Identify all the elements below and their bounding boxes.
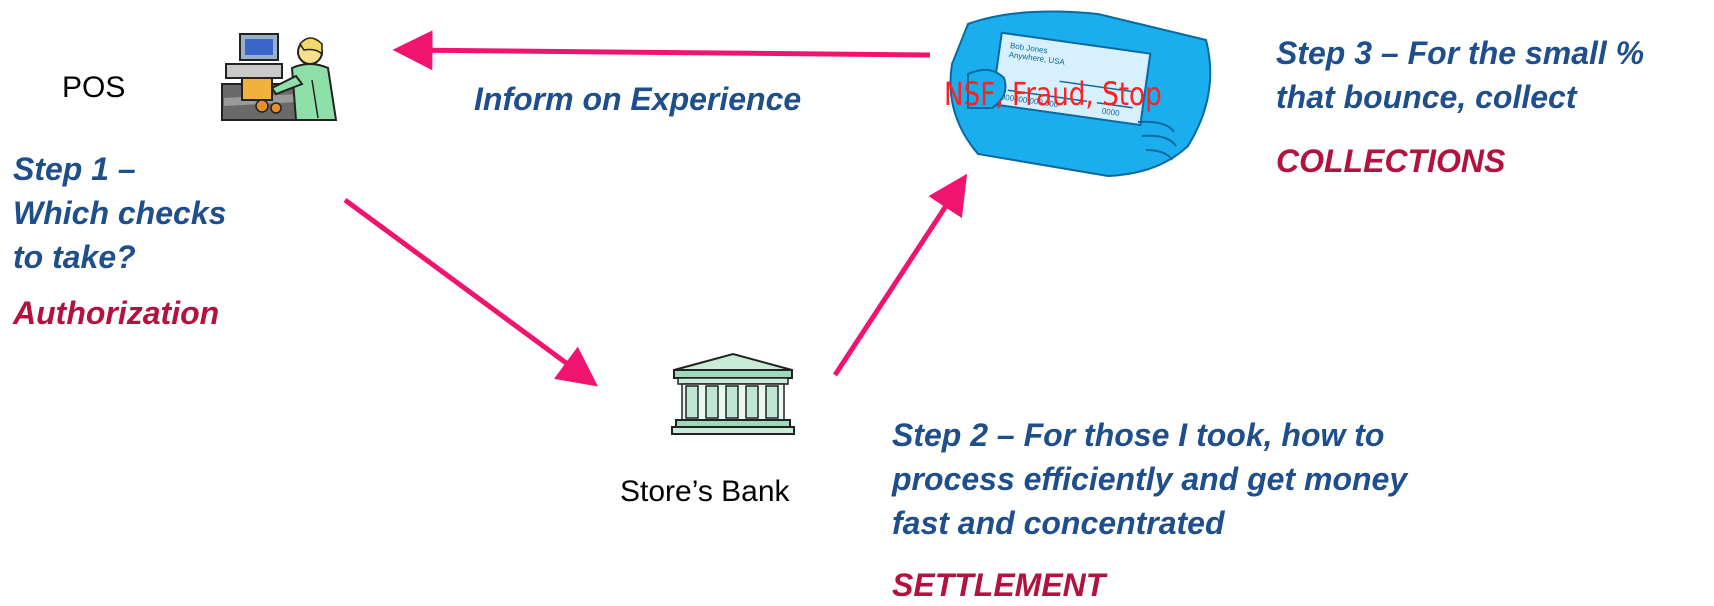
cashier-icon bbox=[218, 28, 348, 124]
step2-tag: SETTLEMENT bbox=[892, 567, 1106, 603]
step1-line1: Step 1 – bbox=[13, 151, 136, 187]
step2-line2: process efficiently and get money bbox=[892, 461, 1408, 497]
pos-label: POS bbox=[62, 71, 126, 104]
step1-tag: Authorization bbox=[13, 295, 220, 331]
step3-line1: Step 3 – For the small % bbox=[1276, 35, 1645, 71]
step1-line3: to take? bbox=[13, 239, 136, 275]
check-amount: 0000 bbox=[1101, 107, 1120, 118]
arrow-bank-to-check bbox=[832, 173, 968, 377]
step2-line3: fast and concentrated bbox=[892, 505, 1225, 541]
step1-line2: Which checks bbox=[13, 195, 227, 231]
inform-label: Inform on Experience bbox=[474, 81, 802, 117]
step3-line2: that bounce, collect bbox=[1276, 79, 1577, 115]
bank-building-icon bbox=[671, 352, 795, 435]
arrow-pos-to-bank bbox=[343, 197, 599, 387]
arrow-check-to-pos bbox=[392, 30, 931, 71]
step2-line1: Step 2 – For those I took, how to bbox=[892, 417, 1385, 453]
check-in-hand-icon: Bob Jones Anywhere, USA 000000 000 000 0… bbox=[949, 10, 1212, 178]
nsf-fraud-stop-overlay: NSF, Fraud, Stop bbox=[944, 75, 1162, 113]
bank-label: Store’s Bank bbox=[620, 475, 790, 508]
step3-tag: COLLECTIONS bbox=[1276, 143, 1506, 179]
